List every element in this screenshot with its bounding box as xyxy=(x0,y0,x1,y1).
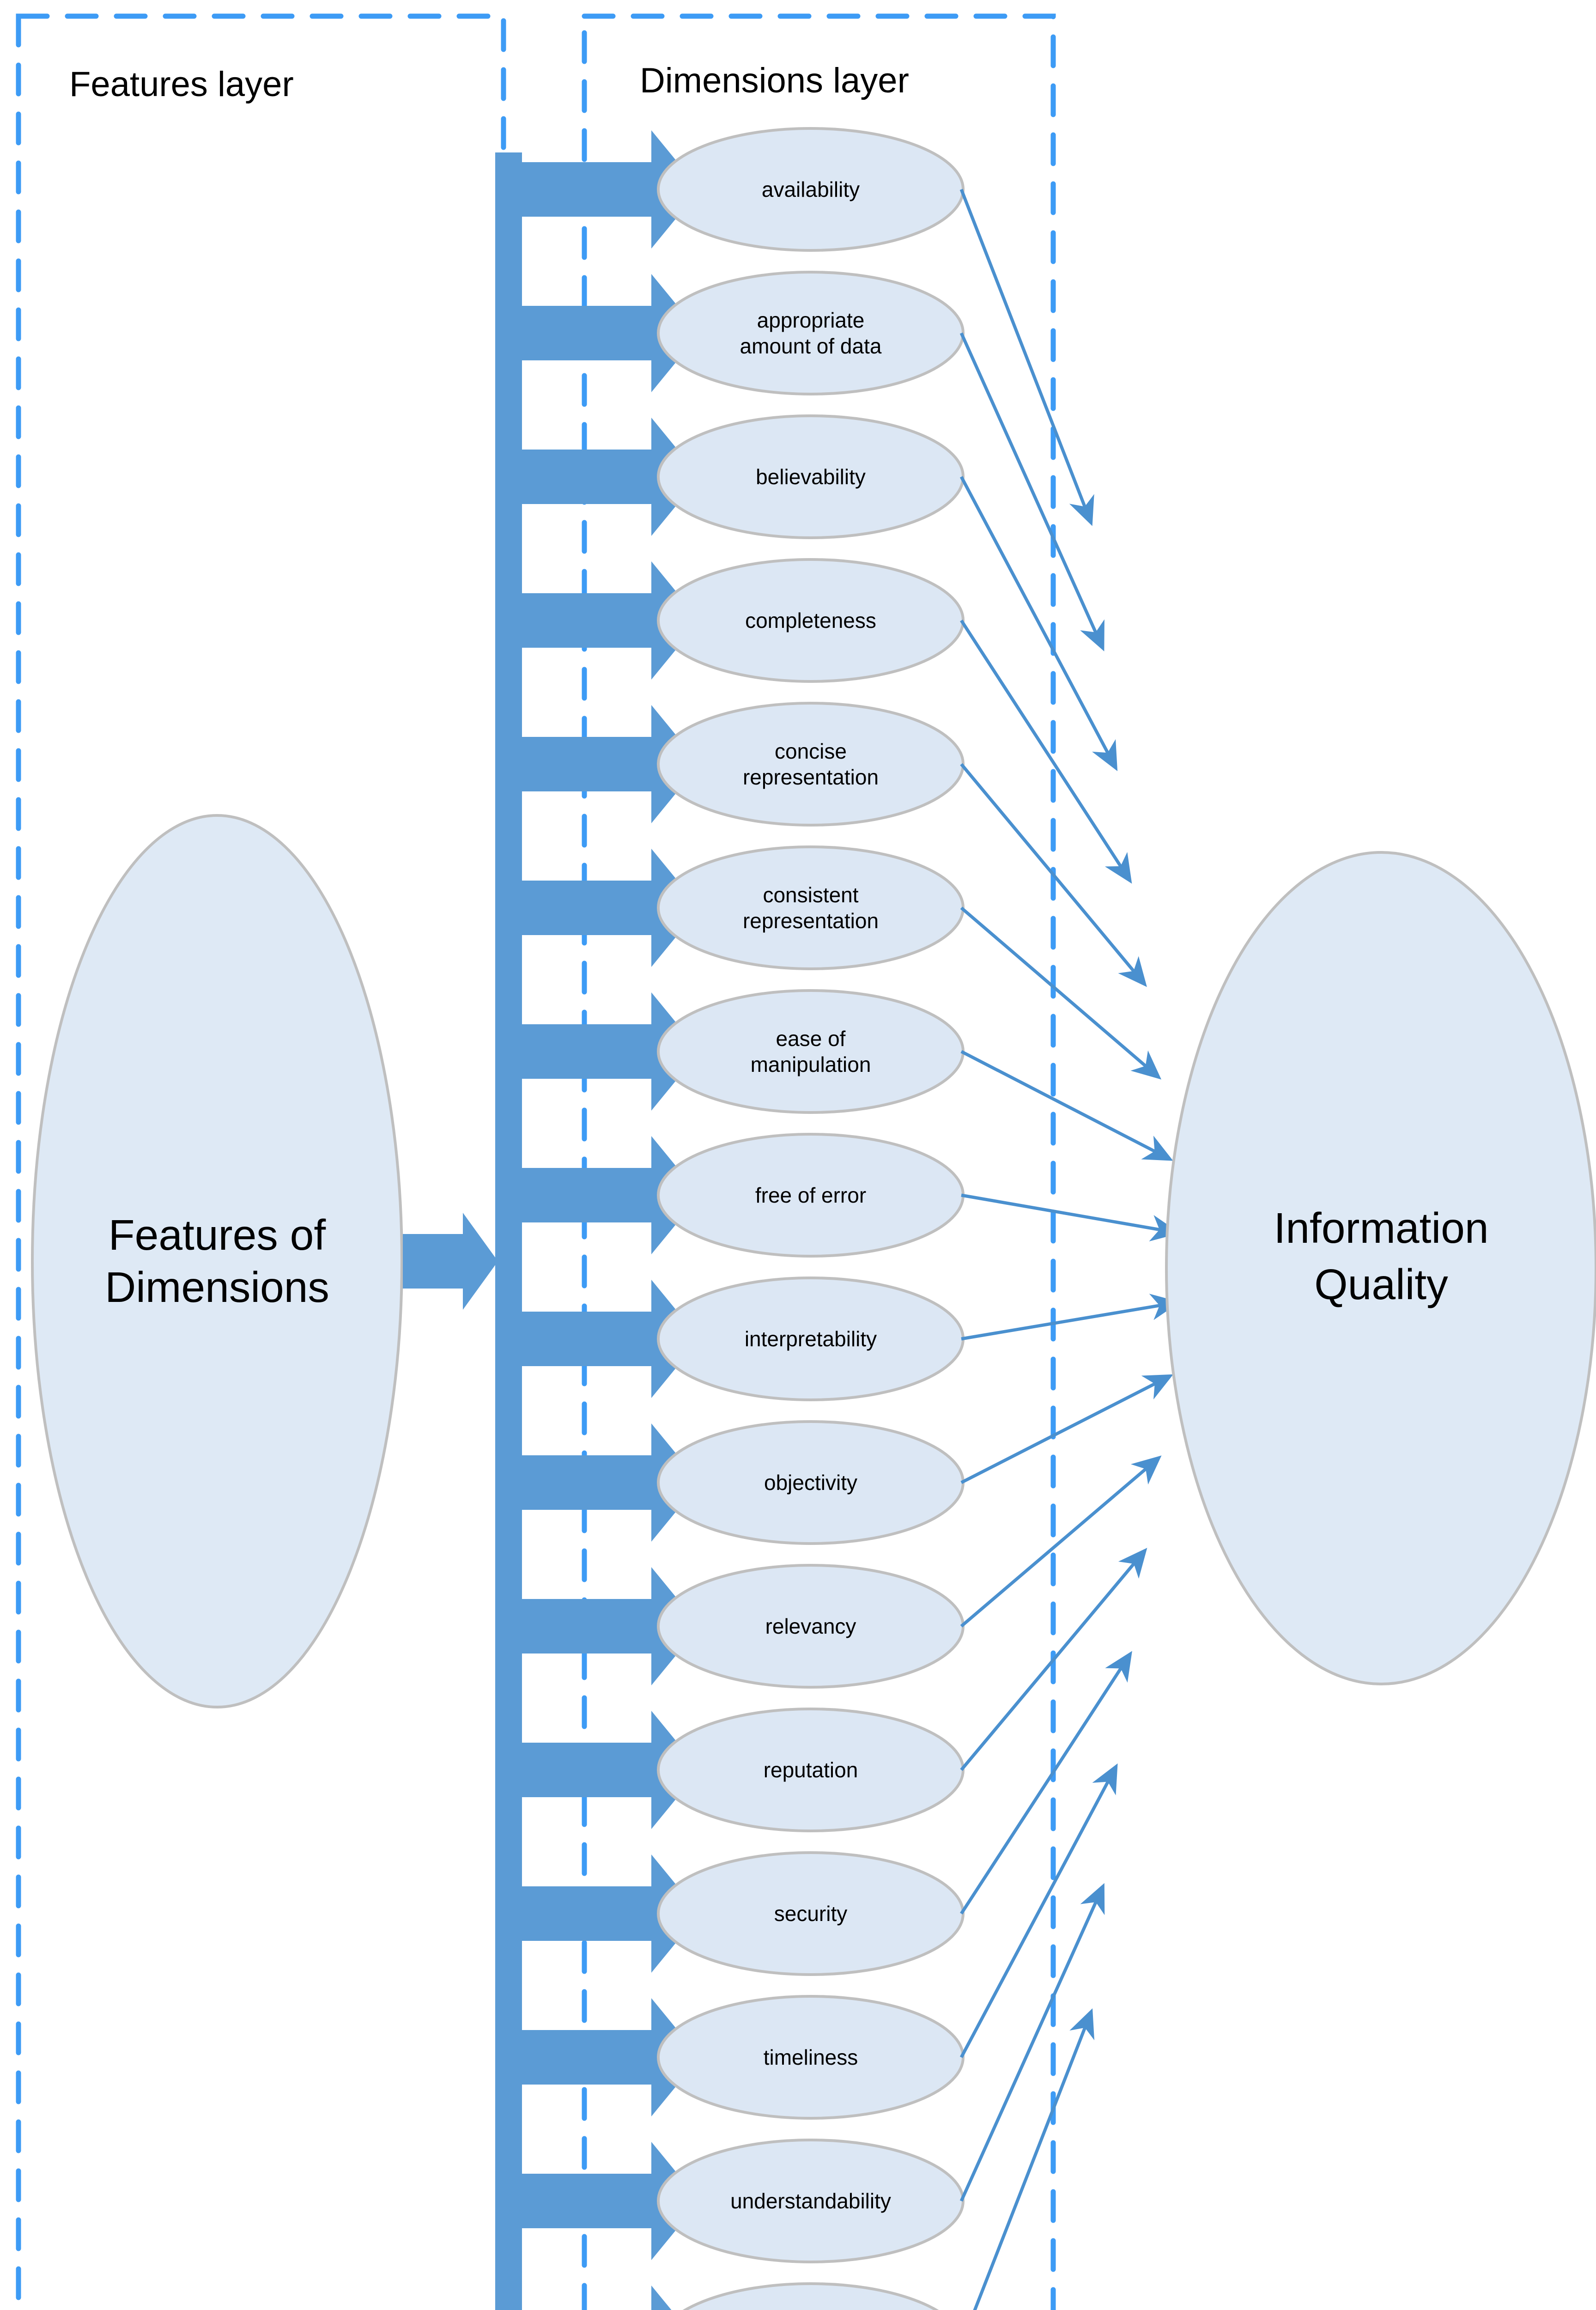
fat-arrow-to-appropriate-amount-of-data xyxy=(522,274,700,392)
dimension-ellipse-concise-representation[interactable] xyxy=(657,702,965,827)
dimension-ellipse-consistent-representation[interactable] xyxy=(657,845,965,970)
dimension-label-availability: availability xyxy=(762,177,860,201)
information-quality-label-line2: Quality xyxy=(1314,1260,1448,1308)
dimension-label-reputation: reputation xyxy=(764,1758,858,1782)
dimension-label-believability: believability xyxy=(756,465,866,489)
connector-group xyxy=(959,188,1180,2310)
dimensions-layer-box xyxy=(582,13,1056,2310)
fat-arrow-to-interpretability xyxy=(522,1280,700,1398)
connector-believability-to-information-quality xyxy=(959,476,1118,772)
fat-arrow-to-concise-representation xyxy=(522,705,700,823)
fat-arrow-to-availability xyxy=(522,130,700,249)
source-to-spine-arrow xyxy=(403,1213,498,1310)
dimension-label-completeness: completeness xyxy=(745,608,876,632)
dimension-label-interpretability: interpretability xyxy=(745,1327,877,1351)
dimension-label-concise-representation: concise xyxy=(775,739,847,763)
fat-arrow-to-timeliness xyxy=(522,1998,700,2116)
connector-timeliness-to-information-quality xyxy=(959,1763,1118,2058)
dimension-label-consistent-representation: consistent xyxy=(763,883,858,907)
dimension-label-objectivity: objectivity xyxy=(764,1471,857,1495)
dimension-ellipse-timeliness[interactable] xyxy=(657,1995,965,2120)
dimension-label-understandability: understandability xyxy=(730,2189,891,2213)
features-of-dimensions-ellipse xyxy=(31,814,403,1708)
dimensions-layer-title: Dimensions layer xyxy=(640,61,909,100)
connector-appropriate-amount-of-data-to-information-quality xyxy=(959,332,1104,651)
fat-arrow-group xyxy=(522,130,700,2310)
dimension-ellipse-ease-of-manipulation[interactable] xyxy=(657,989,965,1114)
fat-arrow-to-understandability xyxy=(522,2142,700,2260)
fat-arrow-to-reputation xyxy=(522,1711,700,1829)
information-quality-label-line1: Information xyxy=(1274,1204,1488,1252)
fat-arrow-to-relevancy xyxy=(522,1567,700,1685)
information-quality-ellipse xyxy=(1165,851,1596,1685)
dimension-label-free-of-error: free of error xyxy=(755,1183,866,1207)
dimension-label-appropriate-amount-of-data: appropriate xyxy=(757,308,865,332)
dimension-label-timeliness: timeliness xyxy=(764,2045,858,2069)
dimension-label-ease-of-manipulation: manipulation xyxy=(751,1052,871,1076)
fat-arrow-to-free-of-error xyxy=(522,1136,700,1254)
dimension-label-relevancy: relevancy xyxy=(765,1614,856,1638)
features-of-dimensions-label-line2: Dimensions xyxy=(105,1263,329,1311)
connector-understandability-to-information-quality xyxy=(959,1883,1105,2202)
dimension-label-security: security xyxy=(774,1902,847,1926)
features-layer-title: Features layer xyxy=(69,65,294,104)
arrow-spine-bar xyxy=(495,152,522,2310)
fat-arrow-to-value-added xyxy=(651,2286,672,2310)
fat-arrow-to-consistent-representation xyxy=(522,849,700,967)
fat-arrow-to-objectivity xyxy=(522,1423,700,1542)
connector-completeness-to-information-quality xyxy=(960,620,1132,884)
connector-reputation-to-information-quality xyxy=(960,1548,1147,1771)
fat-arrow-to-completeness xyxy=(522,561,700,680)
dimension-label-appropriate-amount-of-data: amount of data xyxy=(740,334,882,358)
connector-objectivity-to-information-quality xyxy=(960,1374,1173,1484)
connector-consistent-representation-to-information-quality xyxy=(960,906,1162,1080)
connector-concise-representation-to-information-quality xyxy=(960,763,1147,987)
dimension-ellipse-appropriate-amount-of-data[interactable] xyxy=(657,271,965,395)
connector-availability-to-information-quality xyxy=(959,188,1094,526)
fat-arrow-to-ease-of-manipulation xyxy=(522,992,700,1111)
fat-arrow-to-security xyxy=(522,1854,700,1973)
dimension-label-consistent-representation: representation xyxy=(743,909,879,933)
dimension-ellipse-understandability[interactable] xyxy=(657,2139,965,2263)
dimension-ellipse-availability[interactable] xyxy=(657,127,965,252)
connector-relevancy-to-information-quality xyxy=(960,1455,1162,1628)
fat-arrow-to-believability xyxy=(522,418,700,536)
dimension-ellipse-value-added[interactable] xyxy=(658,2282,963,2310)
connector-ease-of-manipulation-to-information-quality xyxy=(960,1050,1173,1161)
features-of-dimensions-label-line1: Features of xyxy=(109,1211,326,1259)
connector-free-of-error-to-information-quality xyxy=(961,1193,1180,1241)
connector-value-added-to-information-quality xyxy=(973,2008,1095,2310)
connector-security-to-information-quality xyxy=(960,1651,1132,1915)
connector-interpretability-to-information-quality xyxy=(961,1294,1180,1341)
dimension-ellipse-believability[interactable] xyxy=(657,414,965,539)
dimension-label-ease-of-manipulation: ease of xyxy=(776,1027,846,1051)
dimension-label-concise-representation: representation xyxy=(743,765,879,789)
